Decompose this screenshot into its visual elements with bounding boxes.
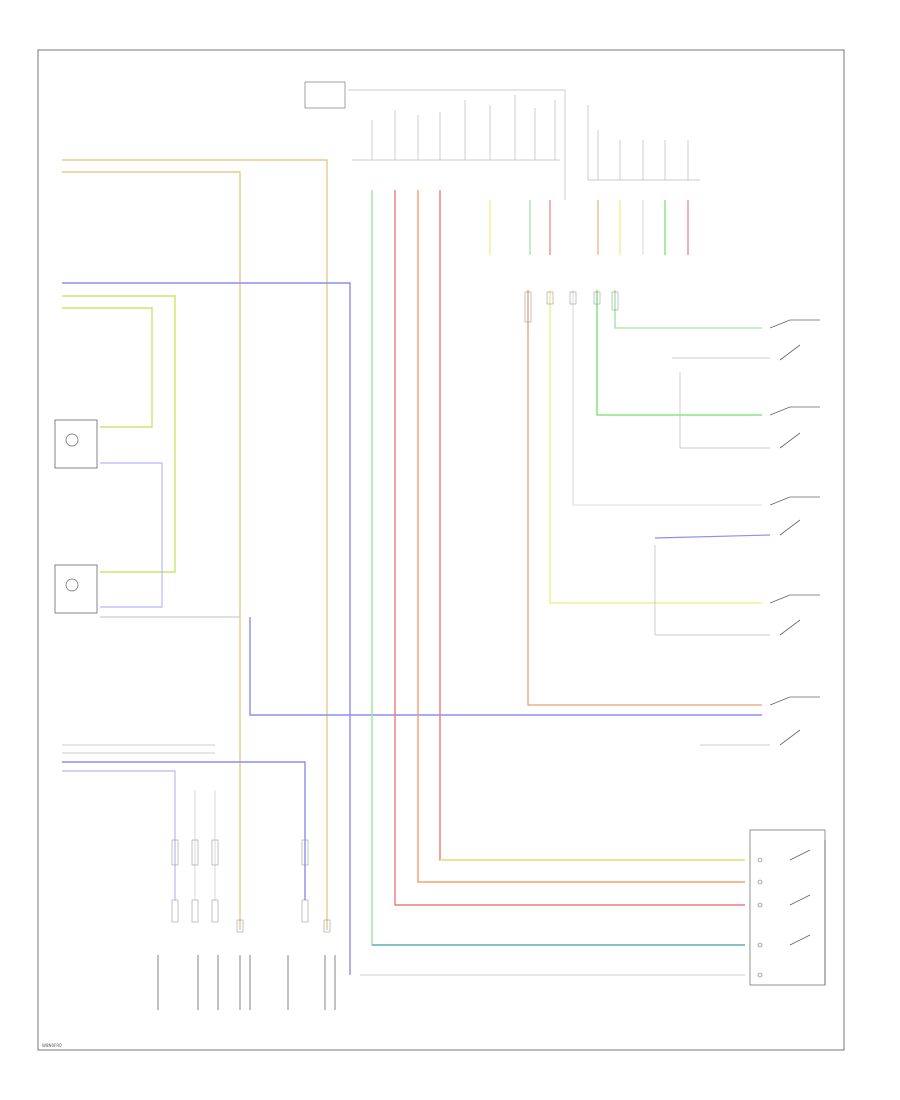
stepwell-lamp-2 <box>287 955 336 1010</box>
switch-lr-door <box>679 372 820 449</box>
wire-gray-branch <box>572 290 762 506</box>
interior-light-switch-panel <box>749 829 826 986</box>
top-right-connector-block <box>587 105 700 181</box>
lamp-right-courtesy <box>54 564 98 614</box>
top-left-connector-block <box>304 81 566 200</box>
page-code: W8N0FR0 <box>42 1043 62 1048</box>
wire-orange-main <box>417 190 745 883</box>
diagram-frame <box>37 49 845 1051</box>
lamp-left-courtesy <box>54 419 98 469</box>
wire-red-main <box>394 190 745 906</box>
switch-rf-door <box>654 496 820 635</box>
wire-blue-top <box>62 282 351 975</box>
wire-blue-lamp1 <box>100 462 163 608</box>
wire-right-connector-colors <box>597 200 689 255</box>
wire-green-branch-2 <box>614 290 762 329</box>
wire-blue-lower <box>249 617 762 716</box>
connector-pin-labels <box>371 95 556 160</box>
bottom-left-wires <box>62 744 306 900</box>
wire-green-main <box>371 190 745 946</box>
wire-orange-branch <box>527 290 762 706</box>
wire-tan-1 <box>62 159 328 930</box>
wire-tan-2 <box>62 171 241 930</box>
connector-segment-markers <box>524 291 619 323</box>
switch-lf-door <box>672 319 820 361</box>
stepwell-lamp-1 <box>157 955 251 1010</box>
wire-red-2 <box>439 190 745 861</box>
switch-rr-door <box>655 594 820 636</box>
wire-yellow-branch <box>549 290 762 604</box>
wire-green-branch-1 <box>596 290 762 416</box>
wire-yellowgreen-2 <box>62 307 153 428</box>
switch-luggage <box>700 696 820 746</box>
wire-yellowgreen-1 <box>62 295 176 573</box>
bottom-connector-markers <box>171 839 331 933</box>
